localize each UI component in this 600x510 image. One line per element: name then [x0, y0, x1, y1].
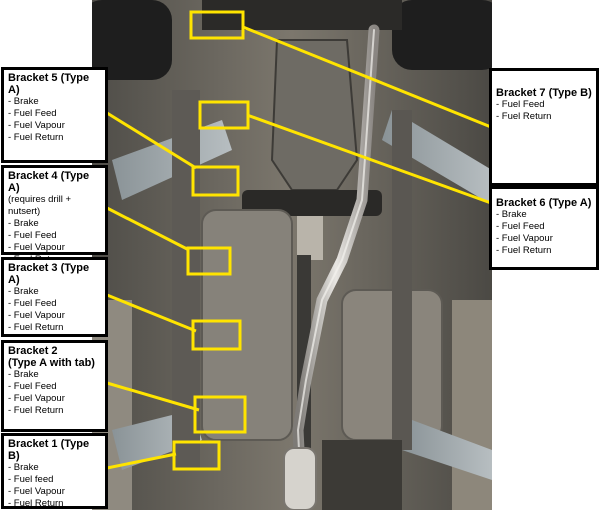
bracket-item: - Fuel Feed — [496, 99, 545, 110]
bracket-item: - Fuel feed — [8, 474, 54, 485]
bracket-item: - Fuel Vapour — [8, 310, 65, 321]
bracket-title: Bracket 3 (Type A) — [8, 262, 90, 286]
bracket-item: - Fuel Return — [8, 132, 64, 143]
bracket-item: - Brake — [8, 462, 39, 473]
bracket-title: Bracket 7 (Type B) — [496, 87, 592, 99]
bracket-7-highlight — [189, 10, 245, 40]
bracket-item: - Fuel Return — [8, 405, 64, 416]
bracket-1-connector — [106, 452, 177, 470]
bracket-title: Bracket 1 (Type B) — [8, 438, 90, 462]
bracket-title: Bracket 2 — [8, 345, 58, 357]
bracket-1-label: Bracket 1 (Type B) - Brake - Fuel feed -… — [1, 433, 108, 509]
bracket-4-label: Bracket 4 (Type A) (requires drill + nut… — [1, 165, 108, 265]
bracket-6-highlight — [198, 100, 250, 130]
bracket-3-connector — [106, 293, 197, 333]
bracket-subtitle: (requires drill + nutsert) — [8, 194, 72, 217]
bracket-item: - Fuel Vapour — [8, 120, 65, 131]
bracket-7-label: Bracket 7 (Type B) - Fuel Feed - Fuel Re… — [489, 68, 599, 186]
bracket-7-connector — [242, 25, 492, 129]
bracket-5-label: Bracket 5 (Type A) - Brake - Fuel Feed -… — [1, 67, 108, 163]
bracket-item: - Fuel Feed — [8, 230, 57, 241]
bracket-3-label: Bracket 3 (Type A) - Brake - Fuel Feed -… — [1, 257, 108, 337]
bracket-item: - Brake — [8, 369, 39, 380]
bracket-item: - Fuel Return — [496, 245, 552, 256]
bracket-item: - Brake — [8, 218, 39, 229]
bracket-6-connector — [246, 113, 492, 205]
bracket-4-connector — [106, 206, 190, 252]
bracket-subtitle: (Type A with tab) — [8, 357, 95, 369]
bracket-6-label: Bracket 6 (Type A) - Brake - Fuel Feed -… — [489, 186, 599, 270]
bracket-item: - Fuel Vapour — [8, 242, 65, 253]
bracket-item: - Brake — [8, 286, 39, 297]
bracket-5-highlight — [191, 165, 240, 197]
bracket-item: - Fuel Vapour — [496, 233, 553, 244]
bracket-5-connector — [106, 111, 197, 170]
bracket-item: - Fuel Feed — [8, 381, 57, 392]
bracket-item: - Fuel Return — [496, 111, 552, 122]
bracket-item: - Fuel Return — [8, 498, 64, 509]
bracket-1-highlight — [172, 440, 221, 471]
bracket-item: - Fuel Feed — [8, 108, 57, 119]
bracket-item: - Fuel Feed — [496, 221, 545, 232]
bracket-item: - Fuel Return — [8, 322, 64, 333]
bracket-2-highlight — [193, 395, 247, 434]
bracket-item: - Fuel Vapour — [8, 393, 65, 404]
bracket-item: - Brake — [496, 209, 527, 220]
bracket-2-label: Bracket 2 (Type A with tab) - Brake - Fu… — [1, 340, 108, 432]
bracket-item: - Brake — [8, 96, 39, 107]
bracket-2-connector — [106, 381, 200, 412]
bracket-item: - Fuel Feed — [8, 298, 57, 309]
bracket-title: Bracket 6 (Type A) — [496, 197, 592, 209]
bracket-title: Bracket 4 (Type A) — [8, 170, 90, 194]
bracket-item: - Fuel Vapour — [8, 486, 65, 497]
bracket-4-highlight — [186, 246, 232, 276]
bracket-3-highlight — [191, 319, 242, 351]
bracket-title: Bracket 5 (Type A) — [8, 72, 90, 96]
